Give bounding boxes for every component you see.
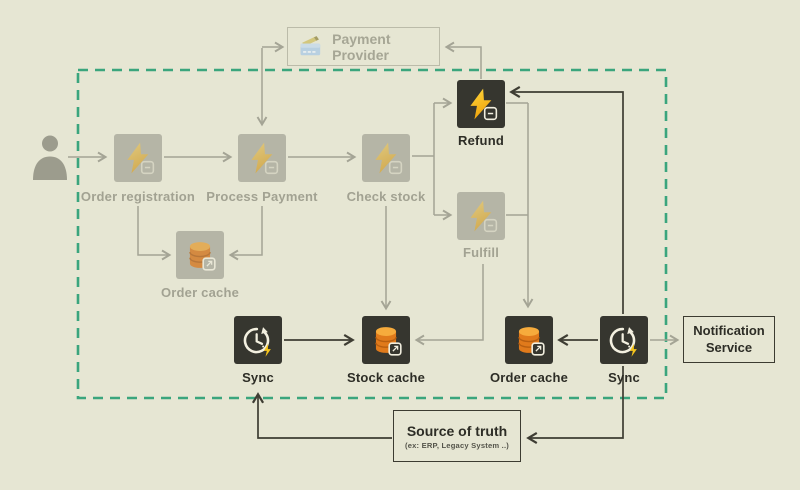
edge-fulfill-to-stock-cache (414, 264, 484, 346)
node-process-payment (238, 134, 286, 182)
node-order-cache-mid (176, 231, 224, 279)
edge-refund-to-payment-provider (444, 41, 482, 79)
node-check-stock (362, 134, 410, 182)
node-sync-left (234, 316, 282, 364)
notification-service-box: Notification Service (683, 316, 775, 363)
label-stock-cache: Stock cache (346, 370, 426, 385)
label-check-stock: Check stock (346, 189, 426, 204)
edge-sync-right-to-refund (509, 85, 624, 314)
edge-order-registration-to-order-cache (137, 206, 172, 261)
source-of-truth-subtitle: (ex: ERP, Legacy System ..) (404, 440, 510, 450)
database-icon (189, 242, 216, 271)
label-process-payment: Process Payment (206, 189, 318, 204)
node-order-cache-bottom (505, 316, 553, 364)
notification-service-label: Notification Service (693, 322, 765, 355)
node-stock-cache (362, 316, 410, 364)
bounded-context-border (76, 68, 668, 400)
lightning-icon (251, 142, 279, 175)
database-icon (518, 327, 545, 356)
payment-provider-label: Payment Provider (332, 30, 391, 63)
user-icon (33, 135, 67, 180)
credit-card-icon (300, 36, 321, 56)
label-order-registration: Order registration (80, 189, 196, 204)
edge-refund-to-order-cache-bottom (506, 102, 528, 305)
edge-process-payment-to-order-cache (228, 206, 263, 261)
node-order-registration (114, 134, 162, 182)
sync-clock-icon (609, 327, 637, 357)
label-sync-left: Sync (242, 370, 274, 385)
source-of-truth-box: Source of truth (ex: ERP, Legacy System … (393, 410, 521, 462)
node-fulfill (457, 192, 505, 240)
label-fulfill: Fulfill (462, 245, 500, 260)
edge-sync-right-to-source-of-truth (526, 366, 624, 445)
node-sync-right (600, 316, 648, 364)
lightning-icon (470, 200, 498, 233)
label-order-cache-mid: Order cache (160, 285, 240, 300)
lightning-icon (470, 88, 498, 121)
payment-provider-box: Payment Provider (287, 27, 440, 66)
label-sync-right: Sync (608, 370, 640, 385)
lightning-icon (127, 142, 155, 175)
label-order-cache-bottom: Order cache (489, 370, 569, 385)
sync-clock-icon (243, 327, 271, 357)
lightning-icon (375, 142, 403, 175)
database-icon (375, 327, 402, 356)
source-of-truth-title: Source of truth (406, 422, 508, 439)
node-refund (457, 80, 505, 128)
label-refund: Refund (458, 133, 504, 148)
edge-check-stock-branch (412, 103, 435, 215)
edge-source-of-truth-to-sync-left (251, 392, 392, 439)
